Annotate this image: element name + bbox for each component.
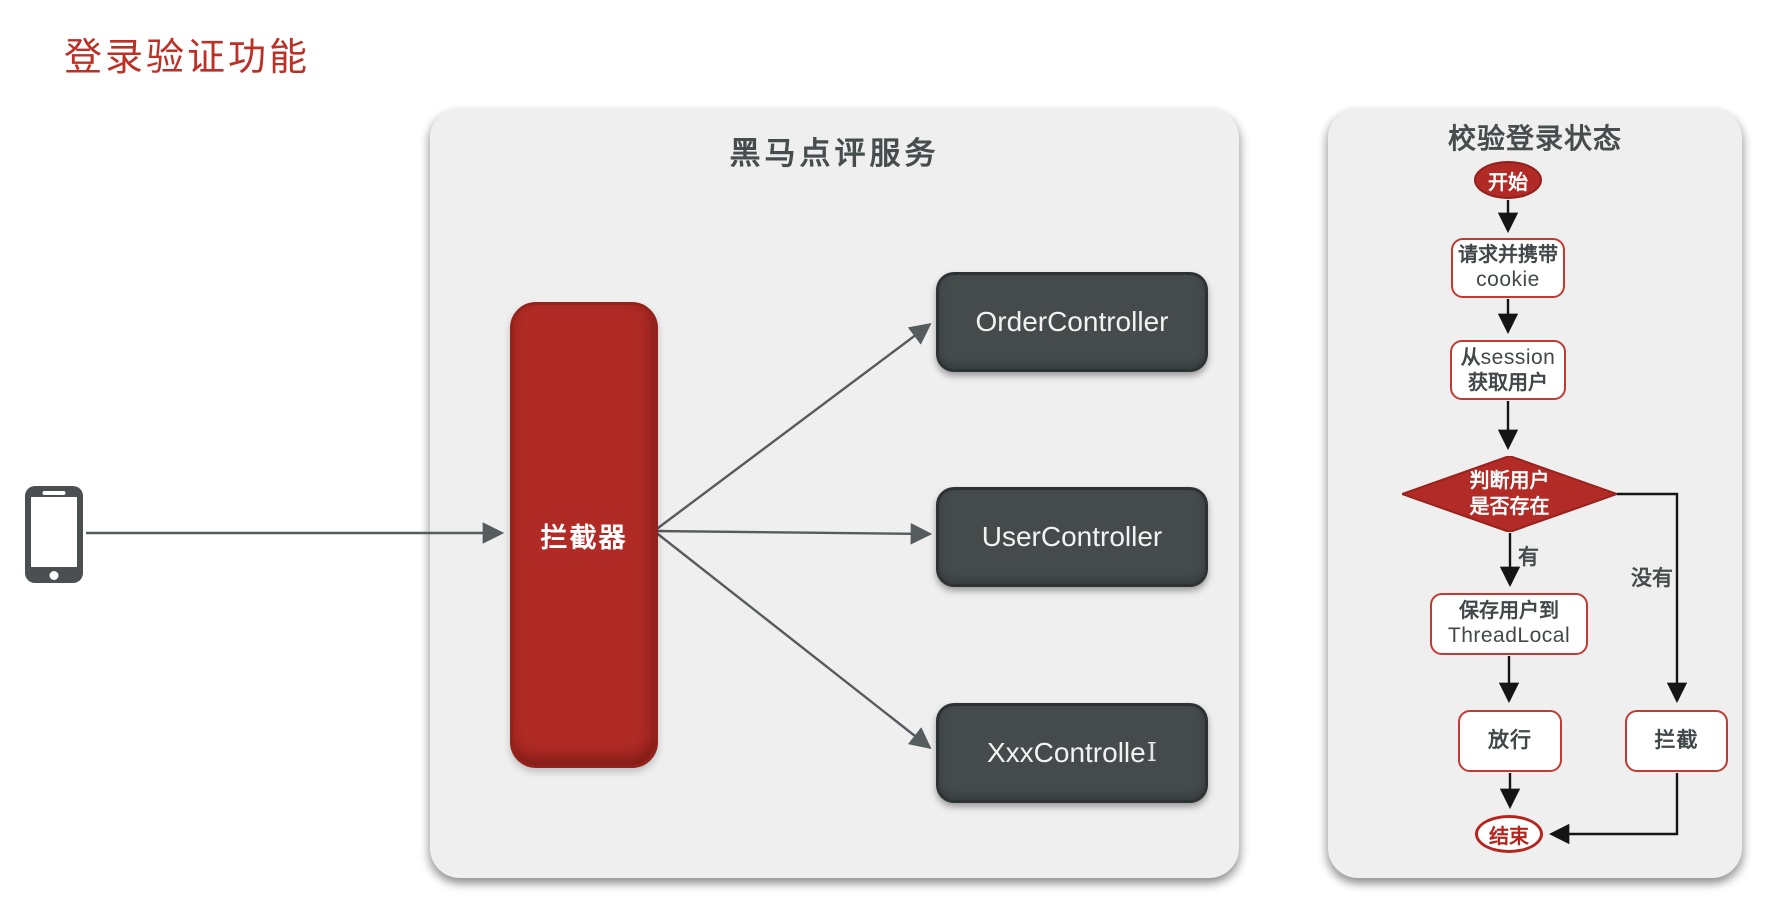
service-panel-title: 黑马点评服务 xyxy=(729,136,940,171)
flow-judge-node[interactable]: 判断用户 是否存在 xyxy=(1402,456,1617,532)
phone-icon xyxy=(25,486,83,583)
interceptor-label: 拦截器 xyxy=(540,522,628,553)
edge-label-no: 没有 xyxy=(1631,567,1673,590)
order-controller-node[interactable]: OrderController xyxy=(936,272,1208,372)
xxx-controller-label: XxxControlle xyxy=(986,737,1146,768)
phone-screen xyxy=(31,497,77,567)
flow-pass-node[interactable]: 放行 xyxy=(1458,710,1562,772)
text-cursor: I xyxy=(1146,738,1157,768)
page-title: 登录验证功能 xyxy=(64,35,311,79)
user-controller-label: UserController xyxy=(981,521,1163,552)
flow-panel-title: 校验登录状态 xyxy=(1447,123,1622,154)
order-controller-label: OrderController xyxy=(975,306,1169,337)
flow-pass-label: 放行 xyxy=(1488,729,1532,753)
flow-save-line1: 保存用户到 xyxy=(1459,600,1559,622)
interceptor-node[interactable]: 拦截器 xyxy=(510,302,658,768)
flow-start-node[interactable]: 开始 xyxy=(1474,161,1542,199)
xxx-controller-node[interactable]: XxxControlle I xyxy=(936,703,1208,803)
flow-end-node[interactable]: 结束 xyxy=(1475,815,1543,853)
flow-end-label: 结束 xyxy=(1489,825,1529,848)
flow-block-node[interactable]: 拦截 xyxy=(1625,710,1728,772)
flow-session-zh: 从 xyxy=(1460,347,1481,369)
phone-home-button xyxy=(49,571,59,580)
flow-request-line2: cookie xyxy=(1476,268,1540,292)
flow-judge-line1: 判断用户 xyxy=(1469,470,1550,492)
flow-save-line2: ThreadLocal xyxy=(1447,624,1571,648)
flow-start-label: 开始 xyxy=(1488,171,1528,194)
flow-session-line2: 获取用户 xyxy=(1468,371,1548,394)
flow-request-line1: 请求并携带 xyxy=(1458,244,1558,266)
flow-judge-line2: 是否存在 xyxy=(1469,496,1550,518)
user-controller-node[interactable]: UserController xyxy=(936,487,1208,587)
judge-diamond-shape xyxy=(1402,456,1617,532)
flow-save-node[interactable]: 保存用户到 ThreadLocal xyxy=(1430,593,1588,655)
edge-label-yes: 有 xyxy=(1518,546,1539,569)
flow-block-label: 拦截 xyxy=(1654,729,1699,753)
flow-session-en: session xyxy=(1480,346,1556,369)
phone-speaker xyxy=(42,491,66,495)
flow-request-node[interactable]: 请求并携带 cookie xyxy=(1451,238,1565,298)
